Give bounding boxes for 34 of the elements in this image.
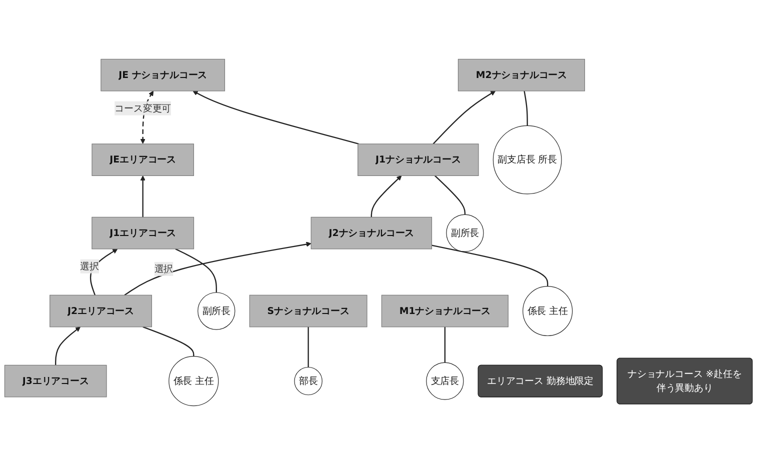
node-circle: 係長 主任 [168,356,219,406]
edge-label: 選択 [80,260,100,272]
connector [175,248,217,292]
edge-label: コース変更可 [114,102,172,114]
node-box: M1ナショナルコース [381,294,508,328]
node-box: J3エリアコース [4,364,107,398]
node-box: J1エリアコース [92,216,194,250]
node-circle: 支店長 [426,362,464,400]
node-circle: 副所長 [198,292,236,330]
edge-label: 選択 [154,263,174,274]
node-box: JE ナショナルコース [100,58,226,92]
arrow [124,242,312,296]
connector [432,244,548,286]
connector [444,326,446,363]
node-box: M2ナショナルコース [458,58,585,92]
node-box: J1ナショナルコース [358,144,479,176]
arrow [90,248,118,296]
node-box: J2ナショナルコース [310,216,432,250]
arrow [55,326,81,366]
arrow [370,175,402,218]
node-circle: 部長 [294,366,322,396]
node-box: JEエリアコース [92,144,194,176]
connector [524,90,528,126]
connector [308,326,309,368]
arrow [140,175,146,218]
node-circle: 係長 主任 [522,286,573,336]
arrow [192,90,359,144]
node-circle: 副支店長 所長 [492,125,562,194]
connector [434,175,466,215]
node-circle: 副所長 [446,214,484,252]
node-box: J2エリアコース [50,294,152,328]
node-box: Sナショナルコース [249,294,368,328]
connector [142,326,194,356]
arrow [432,90,496,144]
